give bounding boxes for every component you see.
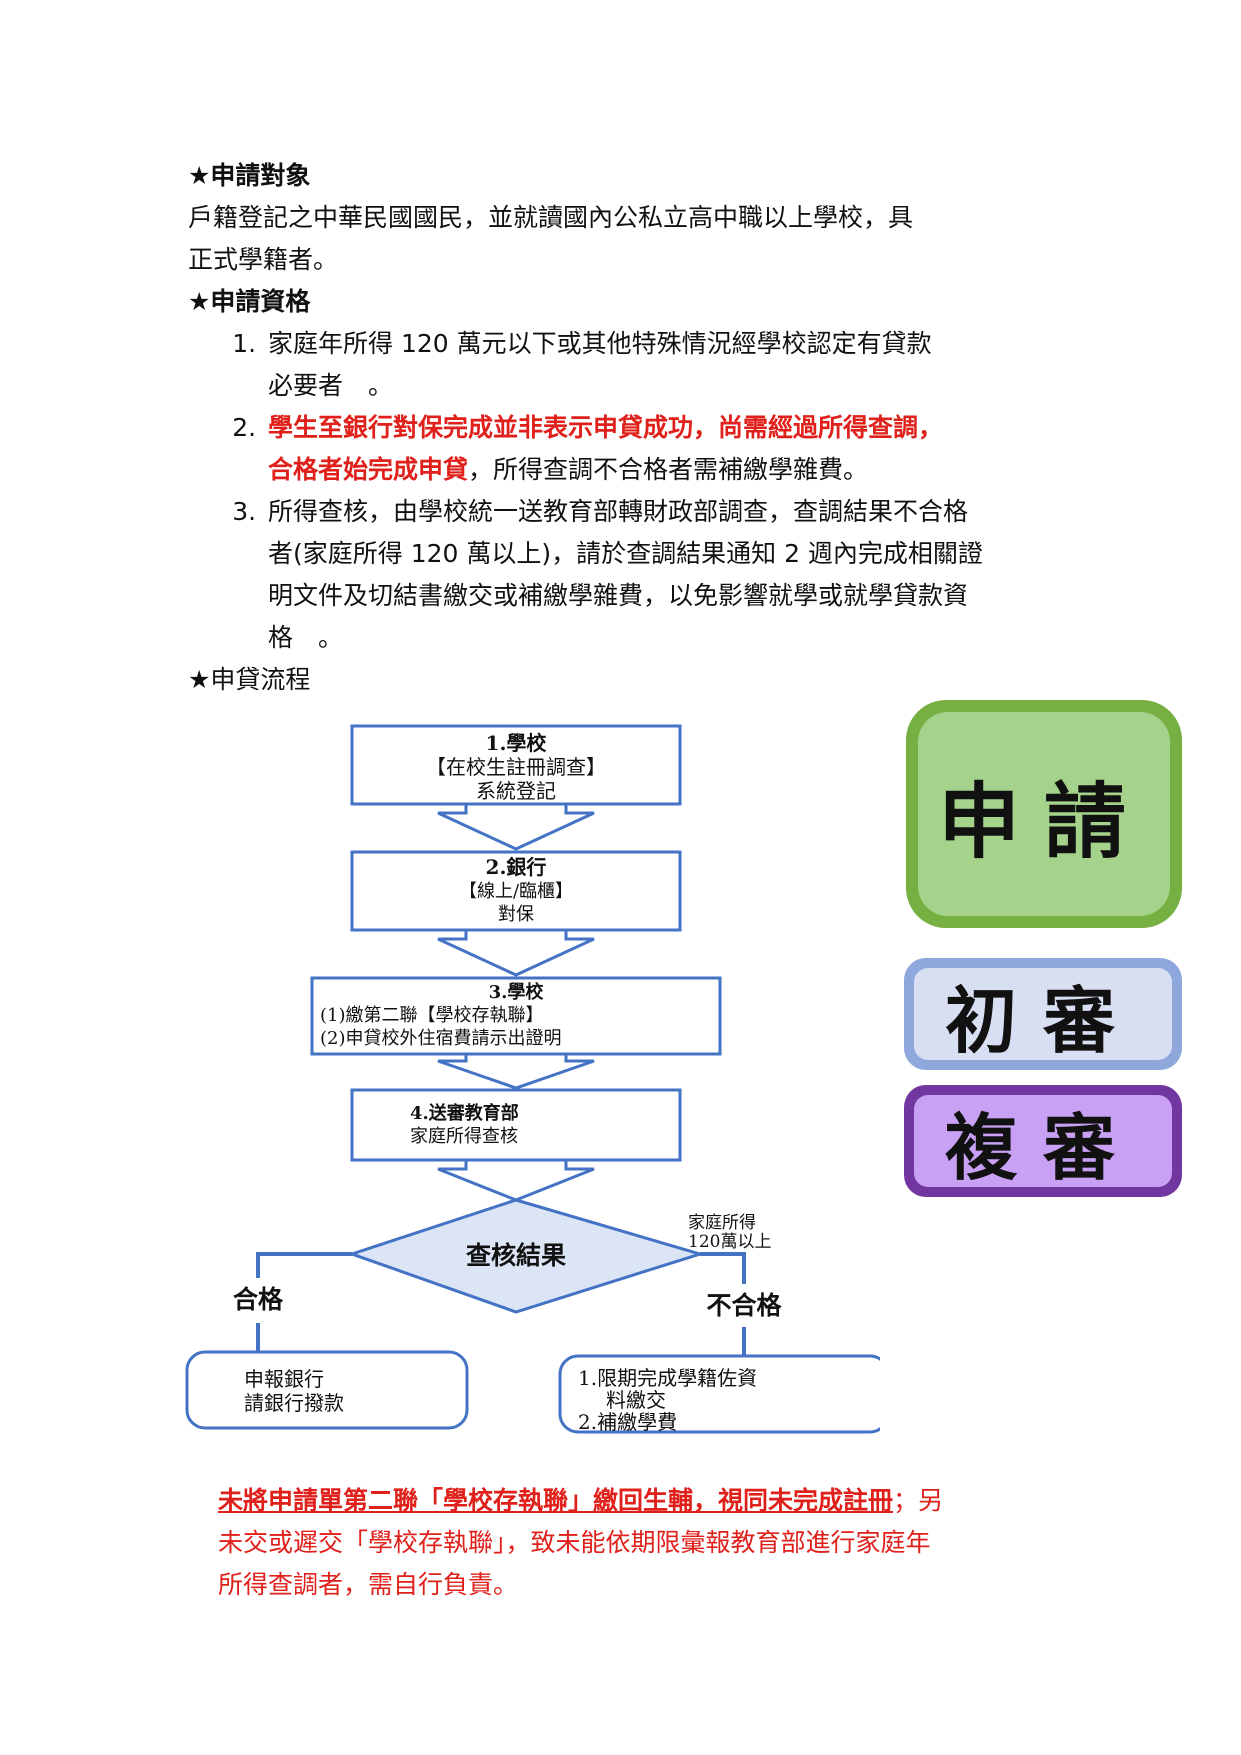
step3-item2: (2)申貸校外住宿費請示出證明 — [320, 1028, 562, 1049]
arrow-down-icon — [437, 802, 595, 851]
step3-item1: (1)繳第二聯【學校存執聯】 — [320, 1005, 544, 1026]
step4-title: 4.送審教育部 — [410, 1102, 519, 1124]
pass-box-line2: 請銀行撥款 — [244, 1391, 344, 1415]
stage-second-review-badge: 複審 — [904, 1085, 1182, 1197]
step1-subtitle: 【在校生註冊調查】 — [426, 755, 606, 779]
fail-box-line3: 2.補繳學費 — [578, 1410, 677, 1434]
step2-action: 對保 — [498, 904, 534, 925]
heading-applicants: ★申請對象 — [188, 161, 311, 190]
step3-title: 3.學校 — [489, 981, 545, 1003]
step1-title: 1.學校 — [486, 731, 548, 755]
loan-flowchart: 1.學校 【在校生註冊調查】 系統登記 2.銀行 【線上/臨櫃】 對保 3.學校… — [185, 724, 880, 1434]
step2-subtitle: 【線上/臨櫃】 — [459, 881, 573, 902]
arrow-down-icon — [437, 928, 595, 977]
step1-box — [350, 724, 682, 806]
applicants-text: 戶籍登記之中華民國國民，並就讀國內公私立高中職以上學校，具 正式學籍者。 — [188, 203, 914, 274]
pass-box-line1: 申報銀行 — [244, 1367, 324, 1391]
list-item: 學生至銀行對保完成並非表示申貸成功，尚需經過所得查調， 合格者始完成申貸，所得查… — [264, 407, 1088, 491]
stage-first-review-badge: 初審 — [904, 958, 1182, 1070]
heading-process: ★申貸流程 — [188, 665, 311, 694]
fail-connector — [700, 1252, 746, 1284]
heading-eligibility: ★申請資格 — [188, 287, 311, 316]
stage-first-review-label: 初審 — [914, 968, 1172, 1063]
list-item: 家庭年所得 120 萬元以下或其他特殊情況經學校認定有貸款 必要者 。 — [264, 323, 1088, 407]
step2-title: 2.銀行 — [486, 855, 547, 879]
fail-box — [558, 1354, 880, 1434]
warning-note: 未將申請單第二聯「學校存執聯」繳回生輔，視同未完成註冊；另 未交或遲交「學校存執… — [218, 1486, 944, 1599]
stage-apply-badge: 申請 — [906, 700, 1182, 928]
pass-connector — [256, 1252, 352, 1278]
arrow-down-icon — [437, 1158, 595, 1202]
pass-box — [185, 1350, 469, 1430]
fail-box-line2: 料繳交 — [606, 1388, 666, 1412]
warning-emphasis: 未將申請單第二聯「學校存執聯」繳回生輔，視同未完成註冊 — [218, 1486, 894, 1515]
step1-action: 系統登記 — [476, 779, 556, 803]
pass-label: 合格 — [233, 1285, 284, 1314]
fail-box-line1: 1.限期完成學籍佐資 — [578, 1366, 757, 1390]
step4-action: 家庭所得查核 — [410, 1126, 518, 1147]
step4-box — [350, 1088, 682, 1162]
decision-label: 查核結果 — [466, 1241, 566, 1270]
fail-label: 不合格 — [706, 1291, 782, 1320]
stage-apply-label: 申請 — [918, 712, 1170, 916]
document-body: ★申請對象 戶籍登記之中華民國國民，並就讀國內公私立高中職以上學校，具 正式學籍… — [188, 155, 1088, 701]
eligibility-list: 家庭年所得 120 萬元以下或其他特殊情況經學校認定有貸款 必要者 。 學生至銀… — [188, 323, 1088, 659]
income-note: 家庭所得 — [688, 1213, 756, 1233]
arrow-down-icon — [437, 1052, 595, 1090]
income-note-threshold: 120萬以上 — [688, 1232, 771, 1252]
stage-second-review-label: 複審 — [914, 1095, 1172, 1190]
list-item: 所得查核，由學校統一送教育部轉財政部調查，查調結果不合格 者(家庭所得 120 … — [264, 491, 1088, 659]
step2-box — [350, 850, 682, 932]
